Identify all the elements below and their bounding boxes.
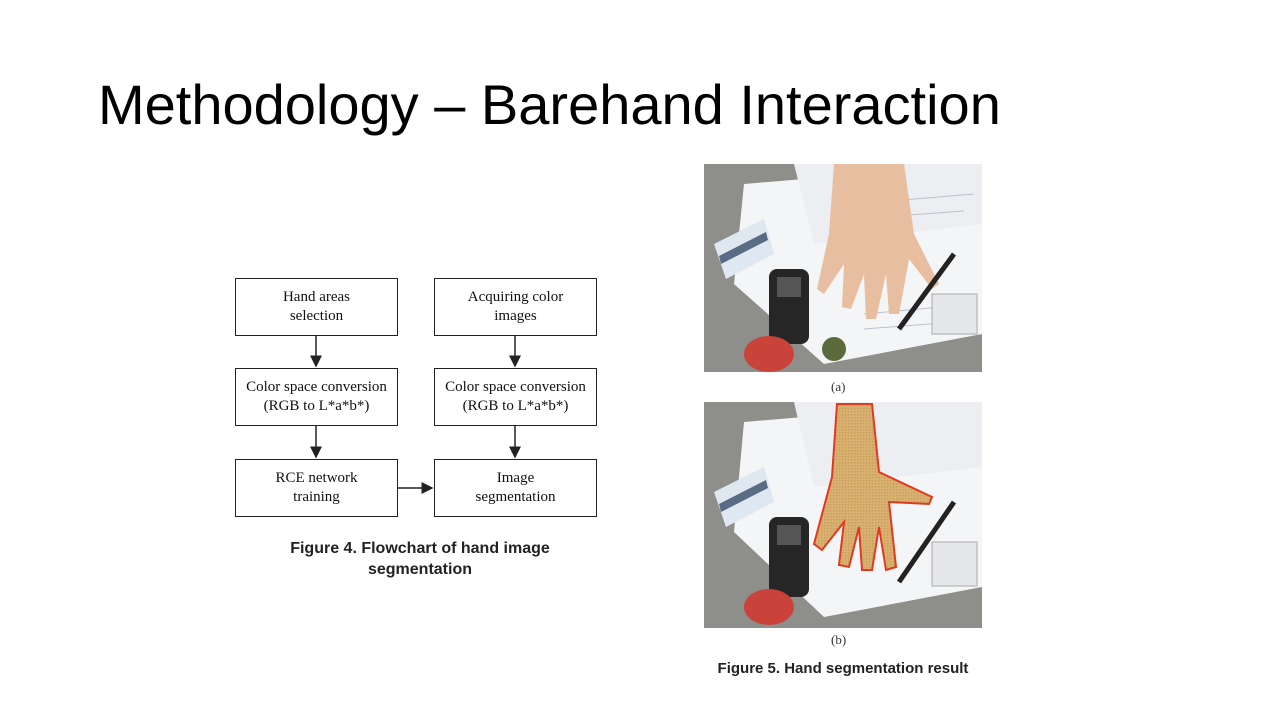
photo-b-label: (b) [831, 632, 847, 647]
box-rce-network-training: RCE network training [235, 459, 398, 517]
box-color-space-conversion-right: Color space conversion (RGB to L*a*b*) [434, 368, 597, 426]
figure-5-caption: Figure 5. Hand segmentation result [717, 660, 969, 677]
box-hand-areas-selection: Hand areas selection [235, 278, 398, 336]
figure-4-caption: Figure 4. Flowchart of hand image segmen… [290, 540, 550, 578]
box-acquiring-color-images: Acquiring color images [434, 278, 597, 336]
photo-a-label: (a) [831, 379, 846, 394]
slide-title: Methodology – Barehand Interaction [98, 73, 1001, 136]
box-image-segmentation: Image segmentation [434, 459, 597, 517]
photo-a-hand-on-desk [704, 164, 982, 372]
box-color-space-conversion-left: Color space conversion (RGB to L*a*b*) [235, 368, 398, 426]
photo-b-segmented-hand [704, 402, 982, 628]
